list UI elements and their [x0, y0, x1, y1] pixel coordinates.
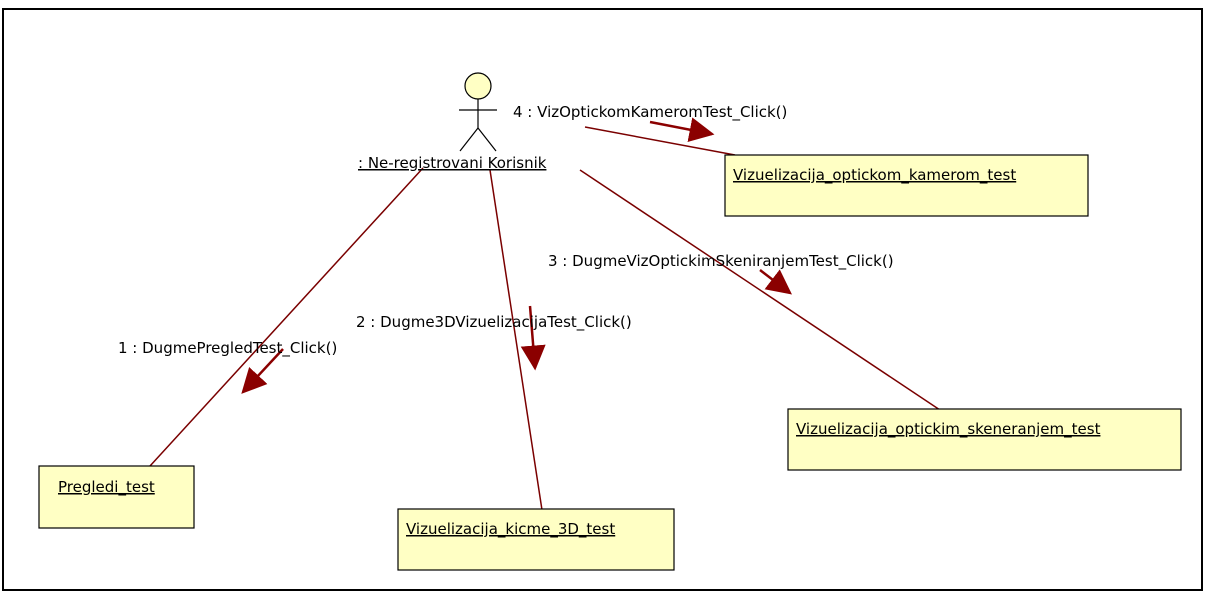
object-camera-label: Vizuelizacija_optickom_kamerom_test: [733, 166, 1016, 185]
object-kicma-label: Vizuelizacija_kicme_3D_test: [406, 520, 615, 539]
object-camera: Vizuelizacija_optickom_kamerom_test: [724, 154, 1089, 217]
object-pregled: Pregledi_test: [38, 465, 195, 529]
message-label-3: 3 : DugmeVizOptickimSkeniranjemTest_Clic…: [548, 252, 894, 271]
object-scan-label: Vizuelizacija_optickim_skeneranjem_test: [796, 420, 1101, 439]
link-actor-pregled: [149, 167, 424, 467]
links: [149, 126, 941, 511]
actor-label: : Ne-registrovani Korisnik: [358, 154, 547, 172]
diagram-frame: [2, 8, 1203, 591]
arrow-m1: [241, 348, 284, 394]
object-kicma: Vizuelizacija_kicme_3D_test: [397, 508, 675, 571]
message-arrows: [241, 117, 792, 394]
message-label-4: 4 : VizOptickomKameromTest_Click(): [513, 103, 787, 122]
link-actor-scan: [579, 169, 941, 411]
object-scan: Vizuelizacija_optickim_skeneranjem_test: [787, 408, 1182, 471]
link-actor-camera: [584, 126, 736, 156]
message-label-1: 1 : DugmePregledTest_Click(): [118, 339, 337, 358]
arrow-m4: [649, 117, 715, 142]
actor-figure-icon: [459, 72, 497, 152]
link-actor-kicma: [489, 169, 543, 511]
message-label-2: 2 : Dugme3DVizuelizacijaTest_Click(): [356, 313, 632, 332]
arrow-m2: [520, 305, 546, 371]
object-pregled-label: Pregledi_test: [58, 478, 155, 497]
arrow-m3: [759, 269, 792, 295]
